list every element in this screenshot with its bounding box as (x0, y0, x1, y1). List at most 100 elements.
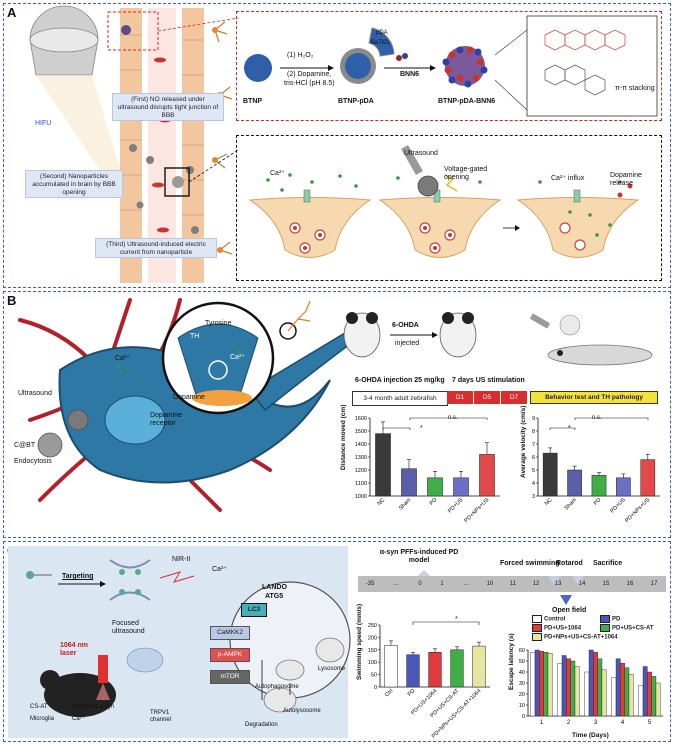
x-tick-label: 3 (594, 720, 598, 726)
voltage-gated-label: Voltage-gated opening (444, 166, 488, 181)
bar-control (557, 663, 563, 717)
bar-pd-us-1064 (566, 658, 571, 717)
bar-pd (534, 649, 540, 717)
timeline-tick: … (463, 581, 469, 587)
reaction-step2: (2) Dopamine, (287, 71, 332, 78)
pda-shell-label: pDA (376, 30, 388, 36)
x-tick-label: NC (544, 497, 554, 507)
trpv1-label: TRPV1 channel (150, 710, 172, 723)
bar-pd-us-cs-at (624, 667, 630, 717)
bar-pd (615, 658, 621, 717)
tl-sacrifice-label: Sacrifice (593, 560, 623, 567)
y-tick-label: 8 (532, 429, 535, 435)
lysosome-label: Lysosome (318, 666, 346, 672)
y-tick-label: 5 (532, 468, 535, 474)
chart2-star: * (455, 616, 458, 623)
timeline-end: Behavior test and TH pathology (530, 391, 658, 404)
y-tick-label: 200 (368, 635, 377, 641)
bar-pd-nps-us-cs-at-1064 (655, 682, 661, 717)
laser-label: 1064 nm laser (60, 642, 89, 657)
legend-item: PD+US+CS-AT (600, 624, 654, 633)
y-tick-label: 0 (522, 714, 525, 720)
legend-swatch (532, 624, 542, 632)
autophagosome-label: Autophagosome (255, 684, 299, 690)
btnp-label: BTNP (243, 98, 263, 105)
degradation-label: Degradation (245, 722, 278, 728)
timeline-tick: 15 (602, 581, 610, 587)
legend-label: Control (544, 616, 566, 623)
focused-us-label: Focused ultrasound (112, 620, 145, 635)
ns-bracket (409, 417, 488, 420)
y-tick-label: 50 (519, 659, 525, 665)
pi-stacking-label: π-π stacking (615, 85, 655, 92)
timeline-tick: 14 (578, 581, 586, 587)
sig-bracket (382, 427, 411, 430)
legend-label: PD+US+CS-AT (612, 625, 654, 632)
tl-rotarod-label: Rotarod (556, 560, 583, 567)
x-tick-label: PD (407, 688, 417, 698)
y-tick-label: 4 (532, 481, 535, 487)
timeline-tick: 13 (554, 581, 562, 587)
y-tick-label: 50 (371, 673, 377, 679)
x-tick-label: Ctrl (384, 688, 394, 698)
y-tick-label: 6 (532, 455, 535, 461)
legend-label: PD (612, 616, 621, 623)
timeline-tick: 1 (440, 581, 444, 587)
chart3-ylabel: Escape latency (s) (508, 633, 515, 690)
timeline-tick: 12 (532, 581, 540, 587)
bnn6-label: BNN6 (400, 71, 420, 78)
panel-c (3, 541, 671, 742)
bar-control (638, 685, 644, 717)
legend-item: Control (532, 615, 565, 624)
bar-pd (561, 655, 567, 717)
targeting-label: Targeting (62, 573, 94, 580)
legend-swatch (600, 615, 610, 623)
step3-box: (Third) Ultrasound-induced electric curr… (95, 238, 217, 258)
bar-pd-us-cs-at (543, 652, 549, 717)
ultrasound-label-b: Ultrasound (18, 390, 52, 397)
timeline-tick: 10 (486, 581, 494, 587)
bar-pd-us-1064 (620, 663, 625, 717)
legend-item: PD+NPs+US+CS-AT+1064 (532, 633, 618, 642)
timeline-tick: 17 (650, 581, 658, 587)
y-tick-label: 1200 (355, 468, 367, 474)
y-tick-label: 10 (519, 703, 525, 709)
th-label: TH (190, 333, 200, 340)
ca-label-c: Ca²⁺ (212, 566, 227, 573)
y-tick-label: 1100 (355, 481, 367, 487)
y-tick-label: 1600 (355, 416, 367, 422)
y-tick-label: 3 (532, 494, 535, 500)
pampk-badge: p-AMPK (210, 648, 250, 662)
dopamine-release-label: Dopamine release (610, 172, 642, 187)
bar-control (530, 652, 536, 717)
x-tick-label: 4 (621, 720, 625, 726)
y-tick-label: 20 (519, 692, 525, 698)
timeline-tick: … (393, 581, 399, 587)
camkk2-badge: CaMKK2 (210, 626, 250, 640)
panel-b (3, 291, 671, 538)
chart0-star: * (420, 425, 423, 432)
legend-misfolded: Misfolded α-syn (72, 704, 115, 710)
y-tick-label: 7 (532, 442, 535, 448)
y-tick-label: 9 (532, 416, 535, 422)
mechanism-box (236, 135, 662, 281)
tl-openfield-label: Open field (552, 607, 587, 614)
dopamine-label-b: Dopamine (173, 394, 205, 401)
lc3-badge: LC3 (241, 603, 267, 617)
x-tick-label: PD (593, 497, 603, 507)
batio3-label: BaTiO₃ (371, 40, 391, 46)
bar-pd-us-cs-at (651, 676, 657, 717)
bar-pd-us-1064 (593, 652, 598, 717)
bar-pd-us-cs-at (597, 658, 603, 717)
injected-label: injected (395, 340, 420, 347)
legend-item: PD+US+1064 (532, 624, 581, 633)
y-tick-label: 40 (519, 670, 525, 676)
bar-pd-nps-us-cs-at-1064 (601, 669, 607, 717)
